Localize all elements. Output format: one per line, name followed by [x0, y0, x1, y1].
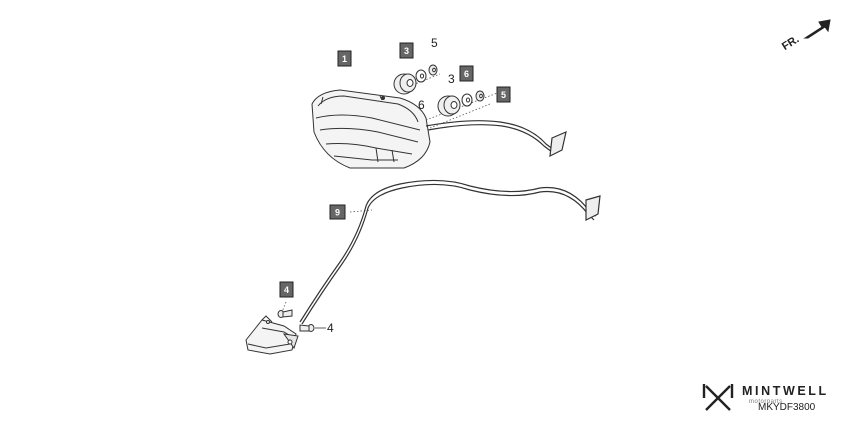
lamp-wire — [425, 120, 567, 158]
callout-plain-grommet: 3 — [448, 72, 455, 86]
license-light-harness — [299, 179, 601, 325]
callout-plain-washer: 6 — [418, 98, 425, 112]
diagram-code: MKYDF3800 — [758, 402, 816, 413]
nut-upper — [428, 64, 438, 76]
leader-lines — [281, 73, 501, 313]
license-lamp — [245, 315, 299, 355]
callout-1-label: 1 — [342, 54, 347, 64]
grommet-lower — [437, 95, 461, 117]
callout-box-grommet: 3 — [399, 42, 414, 59]
callout-4-label: 4 — [284, 285, 289, 295]
callout-5-label: 5 — [501, 90, 506, 100]
callout-3-label: 3 — [404, 46, 409, 56]
nut-lower — [475, 90, 485, 102]
brand-subtitle: motorparts — [749, 399, 783, 405]
callout-plain-screw: 4 — [327, 321, 334, 335]
mintwell-logo-icon — [702, 384, 734, 411]
screw-left — [277, 309, 293, 318]
grommet-upper — [393, 73, 417, 95]
washer-upper — [415, 69, 427, 83]
callout-9-label: 9 — [335, 208, 340, 218]
front-direction-label: FR. — [780, 33, 801, 53]
screw-right — [299, 324, 315, 332]
callout-6-label: 6 — [464, 69, 469, 79]
tail-lamp-unit — [311, 89, 431, 169]
washer-lower — [461, 93, 473, 107]
callout-box-lamp-unit: 1 — [337, 50, 352, 67]
callout-plain-nut: 5 — [431, 36, 438, 50]
callout-box-harness: 9 — [329, 204, 346, 220]
front-arrow-icon — [803, 19, 831, 39]
front-direction-indicator: FR. — [780, 19, 831, 53]
callout-box-screw: 4 — [279, 281, 294, 298]
brand-name: MINTWELL — [742, 384, 829, 398]
callout-box-nut: 5 — [496, 86, 511, 103]
callout-box-washer: 6 — [459, 65, 474, 82]
